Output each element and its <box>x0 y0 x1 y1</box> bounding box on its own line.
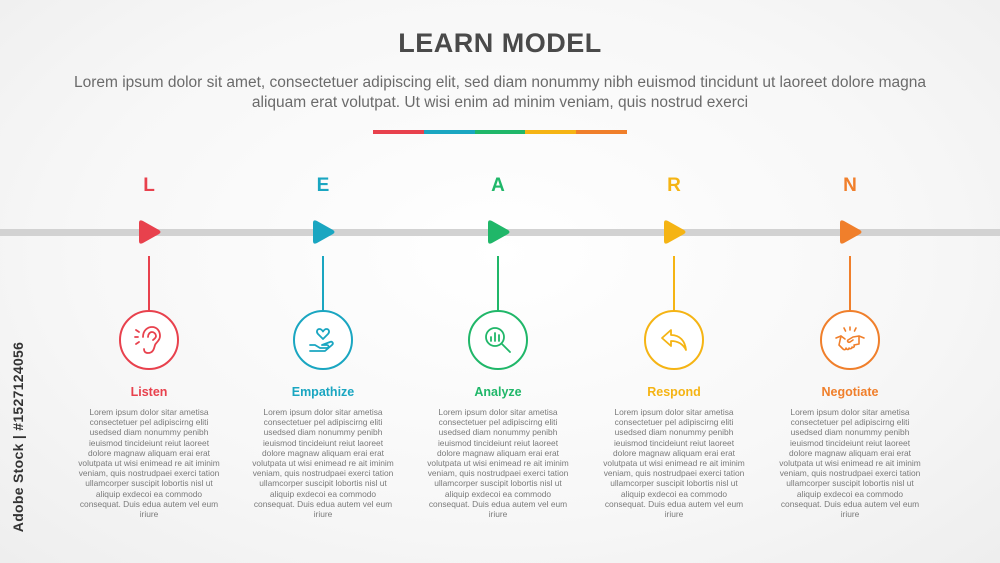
step-negotiate: N Negotiate Lorem ipsum dolor sitar amet… <box>760 0 940 563</box>
stock-watermark: Adobe Stock | #1527124056 <box>6 322 30 552</box>
heart-hand-icon <box>309 328 334 352</box>
play-arrow-icon <box>313 220 335 244</box>
page-subtitle: Lorem ipsum dolor sit amet, consectetuer… <box>73 74 927 111</box>
step-label: Empathize <box>291 385 355 399</box>
page-title: LEARN MODEL <box>398 28 602 58</box>
step-label: Listen <box>130 385 168 399</box>
accent-segment-3 <box>474 130 526 134</box>
step-listen: L Listen Lorem ipsum dolor sitar ametisa… <box>59 0 239 563</box>
watermark-text: Adobe Stock | #1527124056 <box>10 341 27 533</box>
step-description: Lorem ipsum dolor sitar ametisa consecte… <box>603 407 745 520</box>
step-connector <box>322 256 324 311</box>
accent-segment-5 <box>576 130 627 134</box>
play-arrow-icon <box>139 220 161 244</box>
step-label: Negotiate <box>821 385 879 399</box>
step-icon-circle <box>468 310 528 370</box>
accent-bar <box>373 130 627 134</box>
step-letter: E <box>316 175 330 196</box>
step-icon-circle <box>820 310 880 370</box>
step-label: Analyze <box>474 385 522 399</box>
accent-segment-2 <box>423 130 475 134</box>
step-empathize: E Empathize Lorem ipsum dolor sitar amet… <box>233 0 413 563</box>
accent-segment-4 <box>525 130 577 134</box>
step-connector <box>849 256 851 311</box>
ear-icon <box>134 326 161 354</box>
step-description: Lorem ipsum dolor sitar ametisa consecte… <box>427 407 569 520</box>
step-icon-circle <box>644 310 704 370</box>
play-arrow-icon <box>664 220 686 244</box>
accent-segment-1 <box>373 130 424 134</box>
step-description: Lorem ipsum dolor sitar ametisa consecte… <box>252 407 394 520</box>
play-arrow-icon <box>840 220 862 244</box>
step-icon-circle <box>119 310 179 370</box>
step-analyze: A Analyze Lorem ipsum dolor sitar ametis… <box>408 0 588 563</box>
step-connector <box>148 256 150 311</box>
step-connector <box>673 256 675 311</box>
step-label: Respond <box>647 385 701 399</box>
step-letter: A <box>491 175 505 196</box>
step-icon-circle <box>293 310 353 370</box>
step-letter: N <box>843 175 857 196</box>
magnifier-chart-icon <box>485 327 511 353</box>
reply-arrow-icon <box>661 329 687 351</box>
step-letter: L <box>143 175 155 196</box>
handshake-icon <box>835 326 865 351</box>
play-arrow-icon <box>488 220 510 244</box>
step-description: Lorem ipsum dolor sitar ametisa consecte… <box>779 407 921 520</box>
step-description: Lorem ipsum dolor sitar ametisa consecte… <box>78 407 220 520</box>
step-respond: R Respond Lorem ipsum dolor sitar ametis… <box>584 0 764 563</box>
step-connector <box>497 256 499 311</box>
step-letter: R <box>667 175 681 196</box>
